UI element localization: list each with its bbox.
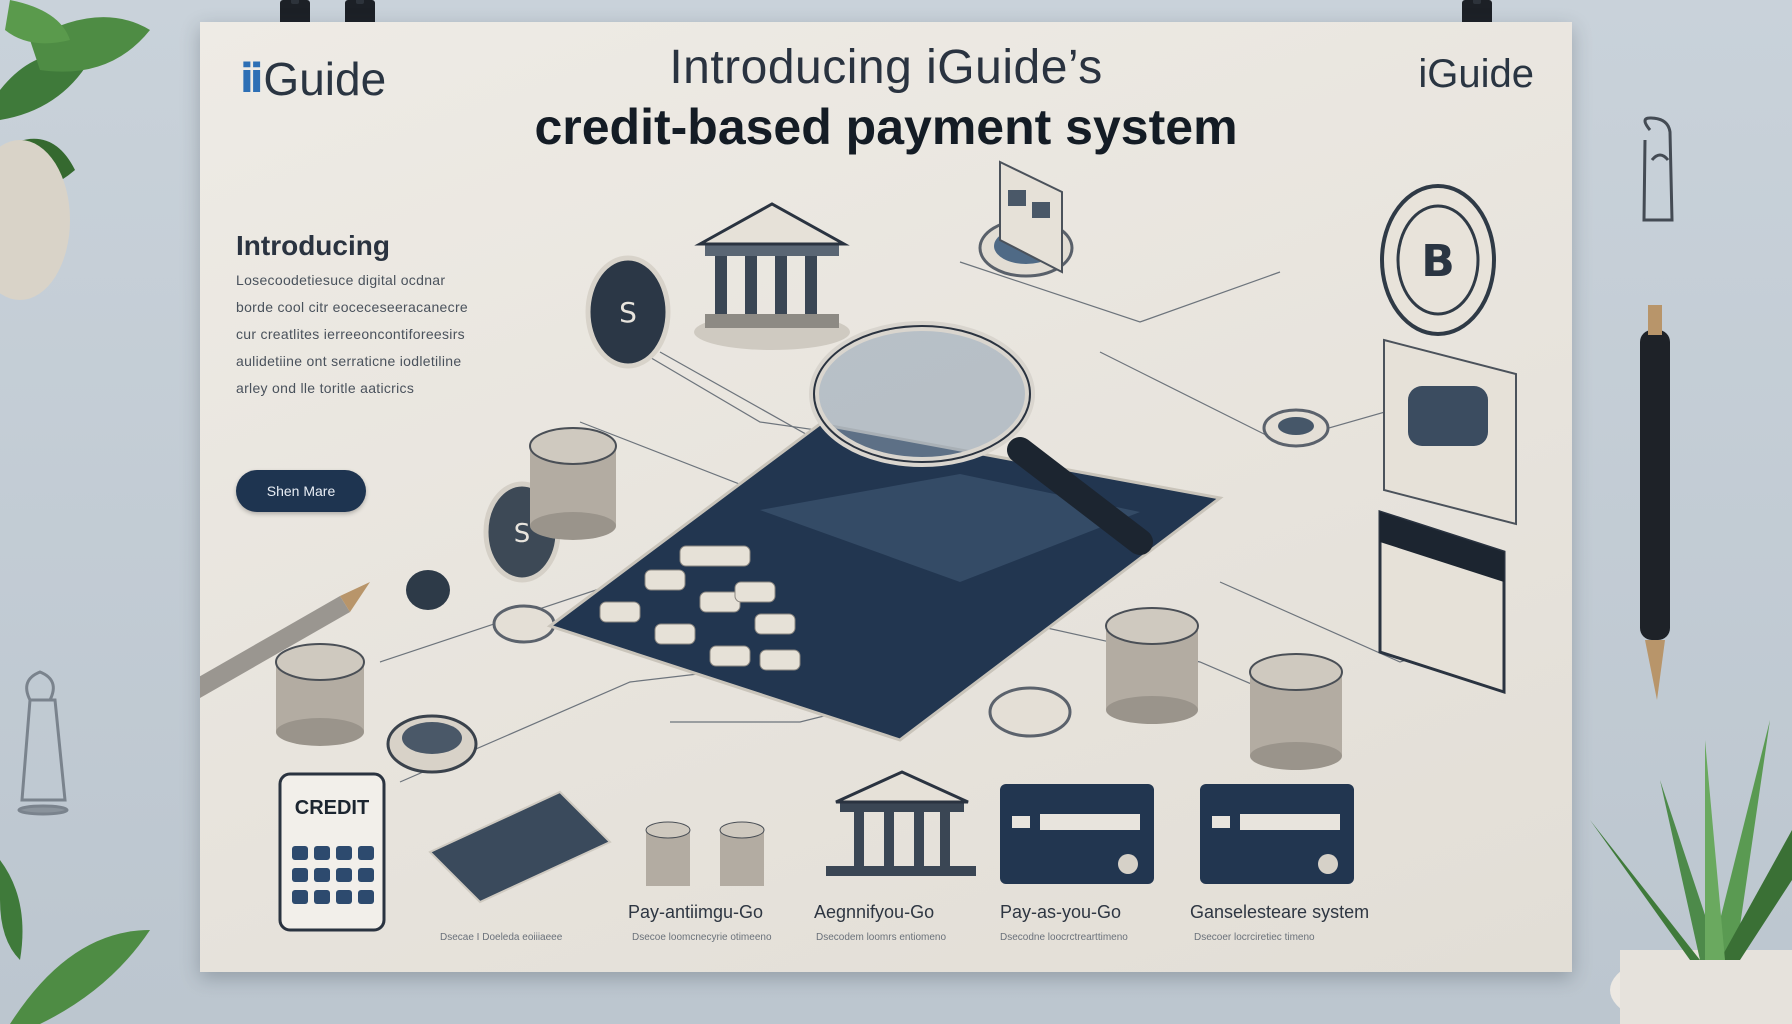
intro-heading: Introducing <box>236 230 390 261</box>
coin-stack-icon <box>1249 653 1343 770</box>
credit-card-icon <box>428 790 612 904</box>
feature-subtitle: Dsecoer locrciretiec timeno <box>1194 932 1315 943</box>
svg-text:B: B <box>1421 236 1455 287</box>
pencil-icon <box>200 582 370 698</box>
intro-text-line: Losecoodetiesuce digital ocdnar <box>236 272 446 288</box>
plant-icon <box>1590 720 1792 1024</box>
coin-stack-icon <box>386 714 478 774</box>
wallet-icon <box>1378 509 1506 695</box>
feature-title: Pay-antiimgu-Go <box>628 902 764 922</box>
coin-stack-icon <box>275 643 365 746</box>
feature-subtitle: Dsecoe loomcnecyrie otimeeno <box>632 932 772 943</box>
svg-text:S: S <box>514 519 531 549</box>
binder-clip-icon <box>17 670 69 816</box>
paper-clip-icon <box>1642 116 1674 222</box>
pen-icon <box>1640 305 1670 700</box>
intro-text-line: cur creatlites ierreeoncontiforeesirs <box>236 326 465 342</box>
coin-icon <box>1262 408 1330 448</box>
page-title-line1: Introducing iGuide’s <box>669 41 1103 94</box>
intro-text-line: aulidetiine ont serraticne iodletiline <box>236 353 462 369</box>
coin-icon <box>988 686 1072 738</box>
coin-stack-icon <box>645 821 765 886</box>
brand-logo-left: ii Guide <box>240 52 386 106</box>
intro-text-line: arley ond lle toritle aaticrics <box>236 380 415 396</box>
credit-card-icon <box>1383 338 1517 526</box>
brand-mark: ii <box>240 56 264 102</box>
brand-logo-right: iGuide <box>1418 52 1534 96</box>
plant-icon <box>0 0 150 300</box>
credit-card-icon <box>1200 784 1354 884</box>
svg-text:S: S <box>619 296 637 329</box>
credit-label: CREDIT <box>295 797 369 819</box>
feature-subtitle: Dsecodne loocrctrearttimeno <box>1000 932 1128 943</box>
magnifier-icon <box>809 321 1153 555</box>
feature-subtitle: Dsecodem loomrs entiomeno <box>816 932 947 943</box>
coin-stack-icon <box>1105 607 1199 724</box>
coin-icon: B <box>1380 184 1496 336</box>
page-title-line2: credit-based payment system <box>534 99 1238 155</box>
bank-icon <box>826 770 976 876</box>
credit-card-icon <box>1000 784 1154 884</box>
bank-icon <box>694 202 850 350</box>
credit-device: CREDIT <box>278 772 386 932</box>
illustration: S S B <box>200 160 1517 932</box>
intro-text-line: borde cool citr eoceceseeracanecre <box>236 299 468 315</box>
plant-icon <box>0 860 150 1024</box>
coin-icon: S <box>585 255 671 369</box>
wallet-icon <box>999 160 1063 274</box>
brand-name: Guide <box>263 53 387 105</box>
feature-title: Aegnnifyou-Go <box>814 902 935 922</box>
show-more-button[interactable]: Shen Mare <box>236 470 366 512</box>
feature-title: Pay-as-you-Go <box>1000 902 1122 922</box>
coin-icon <box>406 570 450 610</box>
calculator-icon <box>546 422 1224 742</box>
poster: ii Guide iGuide Introducing iGuide’s cre… <box>200 22 1572 972</box>
feature-title: Ganselesteare system <box>1190 902 1370 922</box>
coin-icon <box>492 604 556 644</box>
coin-stack-icon <box>529 427 617 540</box>
footnote: Dsecae I Doeleda eoiiiaeee <box>440 932 563 943</box>
